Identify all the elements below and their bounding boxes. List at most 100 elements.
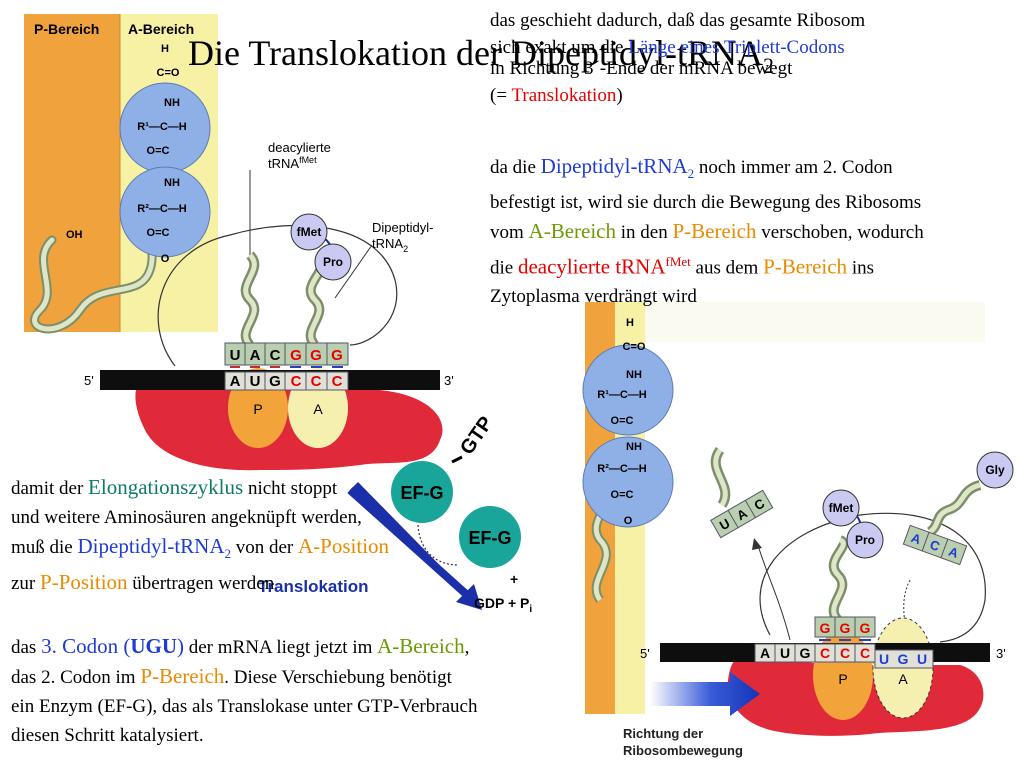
right-pro-circle — [846, 521, 884, 559]
p1-line2: sich exakt um die Länge eines Triplett-C… — [490, 37, 845, 58]
chem-oc1: O=C — [147, 145, 170, 157]
chem-h: H — [161, 43, 169, 55]
p2-line4: die deacylierte tRNAfMet aus dem P-Berei… — [490, 253, 874, 279]
efg-circle-2 — [459, 506, 521, 568]
p-bereich-panel — [24, 14, 120, 332]
left-anticodon-boxes — [224, 342, 349, 391]
right-codon-g4: G — [898, 651, 909, 667]
right-anticodon-g1: G — [820, 620, 831, 636]
right-a-label: A — [898, 671, 908, 687]
a-bereich-label: A-Bereich — [128, 21, 194, 37]
plus-label: + — [510, 571, 518, 587]
left-fmet-circle — [290, 213, 328, 251]
left-ribosome — [135, 376, 443, 471]
left-codon-c3: C — [332, 373, 343, 390]
left-anticodon-g1: G — [290, 347, 302, 364]
left-anticodon-g3: G — [331, 347, 343, 364]
right-p-label: P — [838, 671, 847, 687]
efg-label-1: EF-G — [401, 483, 444, 503]
left-3prime: 3' — [444, 373, 454, 388]
right-fmet-circle — [822, 489, 860, 527]
right-chem-oc1: O=C — [611, 415, 634, 427]
p3-line2: und weitere Aminosäuren angeknüpft werde… — [11, 507, 362, 528]
left-figure: P-Bereich A-Bereich OH H C=O NH R¹—C—H O… — [24, 14, 454, 471]
left-p-label: P — [253, 401, 262, 417]
right-codon-g: G — [800, 645, 811, 661]
left-codon-g: G — [269, 373, 281, 390]
p4-line3: ein Enzym (EF-G), das als Translokase un… — [11, 696, 478, 717]
chem-r2: R²—C—H — [137, 203, 187, 215]
p2-line3: vom A-Bereich in den P-Bereich verschobe… — [490, 218, 924, 243]
paragraph-4: das 3. Codon (UGU) der mRNA liegt jetzt … — [11, 632, 611, 750]
oh-label: OH — [66, 229, 83, 241]
dipeptidyl-label: Dipeptidyl- — [372, 220, 433, 235]
left-codon-c2: C — [311, 373, 322, 390]
movement-arrow — [650, 672, 760, 716]
p3-line3: muß die Dipeptidyl-tRNA2 von der A-Posit… — [11, 534, 390, 561]
p3-line1: damit der Elongationszyklus nicht stoppt — [11, 475, 338, 499]
trna2-label: tRNA2 — [372, 236, 408, 254]
right-chem-oc2: O=C — [611, 489, 634, 501]
right-codon-c1: C — [820, 645, 830, 661]
p4-line1: das 3. Codon (UGU) der mRNA liegt jetzt … — [11, 634, 470, 658]
left-a-label: A — [313, 401, 323, 417]
right-5prime: 5' — [640, 646, 650, 661]
left-anticodon-u: U — [230, 347, 241, 364]
chem-nh1: NH — [164, 97, 180, 109]
amino-circle-2 — [119, 166, 211, 258]
gly-label: Gly — [985, 463, 1005, 477]
left-pro-circle — [314, 243, 352, 281]
paragraph-3: damit der Elongationszyklus nicht stoppt… — [11, 473, 481, 598]
chem-nh2: NH — [164, 177, 180, 189]
right-codon-u: U — [780, 645, 790, 661]
p1-line4: (= Translokation) — [490, 85, 623, 106]
chem-r1: R¹—C—H — [137, 121, 187, 133]
gtp-label: GTP — [456, 413, 498, 459]
right-amino-circle-1 — [582, 344, 674, 436]
deacylierte-label: deacylierte — [268, 140, 331, 155]
p1-line1: das geschieht dadurch, daß das gesamte R… — [490, 10, 866, 31]
middle-figure: GTP EF-G EF-G + GDP + Pi Translokation — [258, 413, 532, 615]
chem-co: C=O — [157, 67, 180, 79]
p3-line4: zur P-Position übertragen werden — [11, 569, 275, 594]
p4-line2: das 2. Codon im P-Bereich. Diese Verschi… — [11, 664, 452, 688]
gdp-label: GDP + Pi — [474, 595, 532, 615]
p2-line2: befestigt ist, wird sie durch die Bewegu… — [490, 191, 922, 213]
right-amino-circle-2 — [582, 436, 674, 528]
right-anticodon-g2: G — [840, 620, 851, 636]
efg-label-2: EF-G — [469, 528, 512, 548]
left-anticodon-a: A — [250, 347, 261, 364]
right-white-panel — [645, 302, 985, 342]
right-chem-r2: R²—C—H — [597, 463, 647, 475]
p2-line5: Zytoplasma verdrängt wird — [490, 286, 697, 308]
right-anticodon-g3: G — [860, 620, 871, 636]
right-pro-label: Pro — [855, 533, 875, 547]
left-codon-c1: C — [291, 373, 302, 390]
left-codon-u: U — [250, 373, 261, 390]
p4-line4: diesen Schritt katalysiert. — [11, 725, 204, 746]
richtung-label-1: Richtung der — [623, 726, 703, 741]
right-3prime: 3' — [996, 646, 1006, 661]
gly-circle — [976, 451, 1014, 489]
right-codon-u2: U — [917, 651, 927, 667]
translokation-label: Translokation — [258, 577, 369, 596]
right-fmet-label: fMet — [829, 501, 854, 515]
left-fmet-label: fMet — [297, 225, 322, 239]
p1-line3: in Richtung 3´-Ende der mRNA bewegt — [490, 58, 793, 79]
left-pro-label: Pro — [323, 255, 343, 269]
left-5prime: 5' — [84, 373, 94, 388]
p-bereich-label: P-Bereich — [34, 21, 99, 37]
left-anticodon-g2: G — [310, 347, 322, 364]
right-chem-nh2: NH — [626, 441, 642, 453]
right-codon-boxes — [754, 616, 934, 669]
left-anticodon-c: C — [270, 347, 281, 364]
p2-line1: da die Dipeptidyl-tRNA2 noch immer am 2.… — [490, 154, 893, 181]
chem-oc2: O=C — [147, 227, 170, 239]
trna-fmet-label: tRNAfMet — [268, 155, 317, 171]
efg-circle-1 — [391, 461, 453, 523]
right-figure: H C=O NH R¹—C—H O=C NH R²—C—H O=C O U A … — [582, 302, 1014, 758]
right-chem-o: O — [624, 515, 633, 527]
richtung-label-2: Ribosombewegung — [623, 743, 743, 758]
paragraph-1: das geschieht dadurch, daß das gesamte R… — [490, 7, 1010, 109]
